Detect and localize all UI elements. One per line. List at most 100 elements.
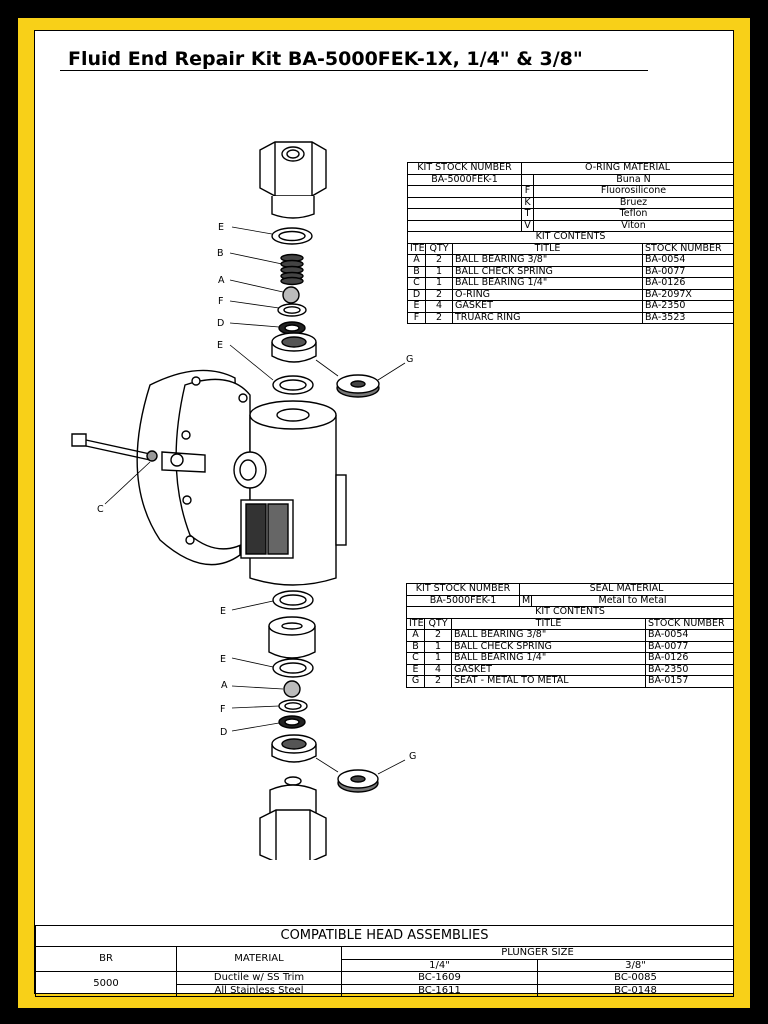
qty-cell: 2	[424, 629, 452, 642]
ball-bearing-a-1	[282, 286, 300, 304]
title-cell: TRUARC RING	[451, 311, 644, 324]
stock-cell: BA-0157	[645, 675, 735, 688]
title-cell: GASKET	[451, 300, 644, 313]
material-cell: All Stainless Steel	[176, 983, 342, 998]
col-stock-number: STOCK NUMBER	[645, 617, 735, 630]
callout-d-1: D	[217, 318, 224, 329]
qty-cell: 1	[425, 265, 453, 278]
material-name: Viton	[533, 219, 735, 232]
table-row: C 1 BALL BEARING 1/4" BA-0126	[406, 652, 735, 665]
qty-cell: 2	[425, 254, 453, 267]
callout-c: C	[97, 504, 104, 515]
title-underline	[60, 70, 648, 71]
qty-cell: 4	[424, 663, 452, 676]
spring-b	[280, 253, 304, 286]
quarter-cell: BC-1609	[341, 971, 538, 985]
title-cell: BALL BEARING 3/8"	[450, 629, 647, 642]
plunger-three-eighths-header: 3/8"	[536, 958, 735, 973]
table-row: B 1 BALL CHECK SPRING BA-0077	[407, 265, 735, 278]
item-cell: A	[407, 254, 426, 267]
qty-cell: 2	[425, 288, 453, 301]
stock-cell: BA-0077	[645, 640, 735, 653]
blank-cell	[406, 185, 523, 198]
material-code: K	[521, 196, 535, 209]
table-row: E 4 GASKET BA-2350	[407, 300, 735, 313]
stock-cell: BA-2350	[642, 300, 735, 313]
callout-e-4: E	[220, 654, 226, 665]
title-cell: BALL BEARING 3/8"	[451, 254, 644, 267]
stock-cell: BA-0077	[642, 265, 735, 278]
material-code	[521, 173, 535, 186]
callout-g-1: G	[406, 354, 413, 365]
blank-cell	[406, 219, 523, 232]
ball-bearing-a-2	[283, 680, 301, 698]
material-name: Teflon	[533, 208, 735, 221]
callout-e-3: E	[220, 606, 226, 617]
material-code: T	[521, 208, 535, 221]
callout-f-2: F	[220, 704, 225, 715]
material-name: Bruez	[533, 196, 735, 209]
qty-cell: 1	[425, 277, 453, 290]
kit-stock-value: BA-5000FEK-1	[405, 594, 521, 607]
col-stock-number: STOCK NUMBER	[642, 242, 735, 255]
bottom-hex-nut	[259, 809, 327, 860]
item-cell: A	[406, 629, 425, 642]
title-cell: O-RING	[451, 288, 644, 301]
col-item: ITEM	[406, 617, 425, 630]
stock-cell: BA-0054	[645, 629, 735, 642]
material-code: F	[521, 185, 535, 198]
material-name: Metal to Metal	[531, 594, 735, 607]
three-eighths-cell: BC-0148	[536, 983, 735, 998]
ball-bearing-c	[146, 450, 158, 462]
table-row: A 2 BALL BEARING 3/8" BA-0054	[406, 629, 735, 642]
qty-cell: 1	[424, 652, 452, 665]
material-code: V	[521, 219, 535, 232]
title-cell: BALL CHECK SPRING	[450, 640, 647, 653]
kit-contents-header: KIT CONTENTS	[406, 231, 735, 244]
callout-e-2: E	[217, 340, 223, 351]
material-name: Fluorosilicone	[533, 185, 735, 198]
kit-stock-value: BA-5000FEK-1	[406, 173, 523, 186]
item-cell: E	[406, 663, 425, 676]
three-eighths-cell: BC-0085	[536, 971, 735, 985]
callout-a-1: A	[218, 275, 225, 286]
br-header: BR	[35, 945, 177, 973]
item-cell: C	[407, 277, 426, 290]
material-cell: Ductile w/ SS Trim	[176, 971, 342, 985]
callout-d-2: D	[220, 727, 227, 738]
top-nut-stem	[271, 196, 315, 219]
compatible-head-assemblies-table: COMPATIBLE HEAD ASSEMBLIES BR MATERIAL P…	[34, 925, 735, 998]
kit-stock-number-header: KIT STOCK NUMBER	[405, 583, 521, 596]
stock-cell: BA-0126	[642, 277, 735, 290]
blank-cell	[406, 196, 523, 209]
col-qty: QTY	[424, 617, 452, 630]
table-row: A 2 BALL BEARING 3/8" BA-0054	[407, 254, 735, 267]
title-cell: BALL BEARING 1/4"	[450, 652, 647, 665]
qty-cell: 2	[425, 311, 453, 324]
material-name: Buna N	[533, 173, 735, 186]
exploded-assembly-drawing: E B A F D E G C E E A F D G	[71, 141, 416, 860]
plunger-size-header: PLUNGER SIZE	[340, 946, 735, 960]
col-qty: QTY	[425, 242, 453, 255]
qty-cell: 2	[424, 675, 452, 688]
plunger-stem	[71, 433, 87, 447]
col-title: TITLE	[450, 617, 647, 630]
item-cell: G	[406, 675, 425, 688]
title-cell: BALL CHECK SPRING	[451, 265, 644, 278]
table-row: G 2 SEAT - METAL TO METAL BA-0157	[406, 675, 735, 688]
stock-cell: BA-2097X	[642, 288, 735, 301]
title-cell: BALL BEARING 1/4"	[451, 277, 644, 290]
qty-cell: 4	[425, 300, 453, 313]
compatible-title: COMPATIBLE HEAD ASSEMBLIES	[34, 925, 735, 947]
kit-stock-number-header: KIT STOCK NUMBER	[406, 162, 523, 175]
col-title: TITLE	[451, 242, 644, 255]
seal-kit-table: KIT STOCK NUMBER SEAL MATERIAL BA-5000FE…	[405, 583, 735, 688]
kit-contents-header: KIT CONTENTS	[405, 606, 735, 619]
title-cell: SEAT - METAL TO METAL	[450, 675, 647, 688]
oring-material-header: O-RING MATERIAL	[521, 162, 735, 175]
material-header: MATERIAL	[176, 945, 342, 973]
table-row: E 4 GASKET BA-2350	[406, 663, 735, 676]
blank-cell	[406, 208, 523, 221]
qty-cell: 1	[424, 640, 452, 653]
title-cell: GASKET	[450, 663, 647, 676]
